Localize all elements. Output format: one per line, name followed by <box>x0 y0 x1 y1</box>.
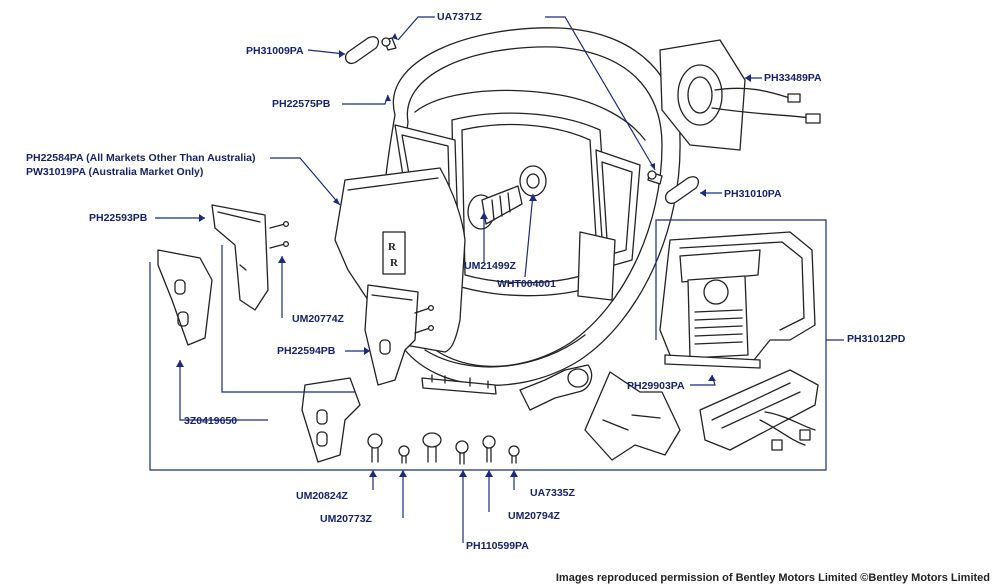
leader-arrowheads <box>176 33 751 477</box>
screw-right <box>647 170 663 185</box>
leader-lines <box>149 16 844 543</box>
trim-plug-left <box>344 36 380 65</box>
copyright-credit: Images reproduced permission of Bentley … <box>555 572 990 584</box>
label-um20824z: UM20824Z <box>296 490 348 502</box>
svg-text:R: R <box>388 241 397 253</box>
side-cover-upper-left <box>211 204 269 311</box>
label-um20774z: UM20774Z <box>292 313 344 325</box>
label-um20794z: UM20794Z <box>508 510 560 522</box>
label-ph31009pa: PH31009PA <box>246 45 304 57</box>
side-cover-upper-right <box>364 284 419 386</box>
trim-plug-right <box>664 176 700 205</box>
label-ph22593pb: PH22593PB <box>89 212 148 224</box>
label-ph33489pa: PH33489PA <box>764 72 822 84</box>
screw-top <box>381 37 397 51</box>
label-um21499z: UM21499Z <box>464 260 516 272</box>
side-cover-lower-right <box>301 377 361 463</box>
label-ph110599pa: PH110599PA <box>466 540 529 552</box>
control-module <box>699 369 819 451</box>
label-ua7335z: UA7335Z <box>530 487 575 499</box>
clock-spring <box>659 39 821 151</box>
label-ph31010pa: PH31010PA <box>724 188 782 200</box>
svg-text:R: R <box>390 257 399 269</box>
label-ph29903pa: PH29903PA <box>627 380 685 392</box>
switch-controller <box>659 231 816 369</box>
hub-bolt <box>467 165 547 230</box>
label-ph31012pd: PH31012PD <box>847 333 906 345</box>
bottom-screws <box>367 432 520 465</box>
label-ua7371z: UA7371Z <box>437 11 482 23</box>
actuator-link <box>519 364 593 411</box>
mounting-bracket <box>584 371 681 461</box>
cover-screws <box>269 220 435 334</box>
label-ph22575pb: PH22575PB <box>272 98 331 110</box>
label-3z0419650: 3Z0419650 <box>184 415 238 427</box>
label-ph22584pa: PH22584PA (All Markets Other Than Austra… <box>26 152 256 164</box>
label-pw31019pa: PW31019PA (Australia Market Only) <box>26 166 204 178</box>
label-um20773z: UM20773Z <box>320 513 372 525</box>
side-cover-lower-left <box>157 249 213 346</box>
label-wht004001: WHT004001 <box>497 278 556 290</box>
connector-strip <box>421 374 497 395</box>
label-ph22594pb: PH22594PB <box>277 345 336 357</box>
